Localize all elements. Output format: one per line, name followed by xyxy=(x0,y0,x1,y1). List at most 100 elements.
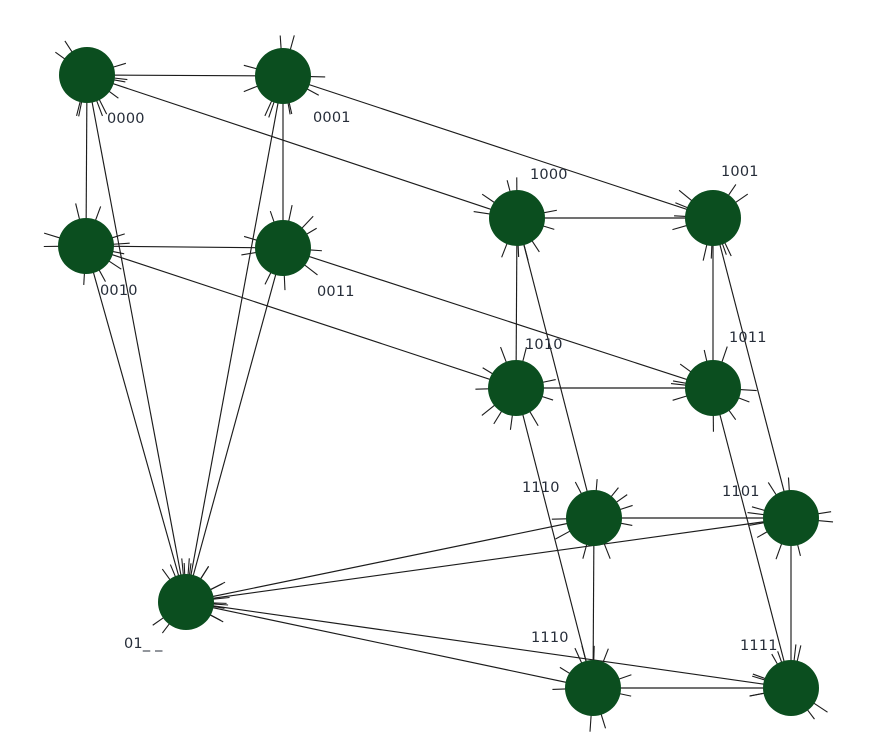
node-whisker xyxy=(288,205,293,222)
node-label-1010: 1010 xyxy=(525,337,563,353)
graph-node-0000[interactable] xyxy=(59,47,115,103)
graph-node-1110[interactable] xyxy=(565,660,621,716)
node-label-1110: 1110 xyxy=(531,630,569,646)
node-whisker xyxy=(675,202,689,209)
graph-node-01__[interactable] xyxy=(158,574,214,630)
node-whisker xyxy=(728,409,737,421)
node-whisker xyxy=(749,692,765,697)
graph-edge-0010-0011 xyxy=(85,245,284,249)
node-whisker xyxy=(531,240,540,253)
node-label-0010: 0010 xyxy=(100,283,138,299)
node-whisker xyxy=(806,709,815,720)
graph-node-0011[interactable] xyxy=(255,220,311,276)
graph-edge-1001-1101 xyxy=(712,217,792,519)
graph-edge-1010-1110 xyxy=(515,387,594,689)
node-whisker xyxy=(55,51,66,60)
graph-edge-0000-0001 xyxy=(86,74,284,77)
node-label-1001: 1001 xyxy=(721,164,759,180)
node-whisker xyxy=(212,596,230,600)
node-label-1111: 1111 xyxy=(740,638,778,654)
node-whisker xyxy=(506,180,511,193)
graph-node-1101[interactable] xyxy=(763,490,819,546)
graph-node-1000[interactable] xyxy=(489,190,545,246)
node-label-1000: 1000 xyxy=(530,167,568,183)
node-whisker xyxy=(559,666,571,675)
node-whisker xyxy=(541,395,554,401)
node-whisker xyxy=(589,714,592,732)
node-whisker xyxy=(283,274,286,291)
node-whisker xyxy=(672,395,688,401)
node-whisker xyxy=(727,184,737,197)
node-whisker xyxy=(243,85,259,93)
node-whisker xyxy=(83,272,85,285)
node-whisker xyxy=(619,504,633,511)
graph-edge-1000-1100 xyxy=(516,217,595,519)
node-whisker xyxy=(517,244,520,257)
node-whisker xyxy=(309,249,322,252)
graph-node-0001[interactable] xyxy=(255,48,311,104)
node-whisker xyxy=(76,101,81,117)
node-whisker xyxy=(113,79,126,83)
node-whisker xyxy=(796,544,801,556)
node-whisker xyxy=(749,522,765,526)
node-whisker xyxy=(610,487,619,498)
graph-node-1111[interactable] xyxy=(763,660,819,716)
node-whisker xyxy=(595,479,598,492)
node-whisker xyxy=(482,367,494,375)
node-whisker xyxy=(767,482,777,496)
node-whisker xyxy=(555,530,571,540)
node-whisker xyxy=(509,414,513,430)
node-whisker xyxy=(199,566,210,580)
node-whisker xyxy=(108,90,119,99)
node-whisker xyxy=(289,35,295,51)
graph-node-1011[interactable] xyxy=(685,360,741,416)
node-whisker xyxy=(108,260,122,270)
node-whisker xyxy=(152,617,165,626)
node-whisker xyxy=(775,543,783,560)
node-whisker xyxy=(542,379,556,383)
node-whisker xyxy=(98,269,106,282)
node-whisker xyxy=(674,215,687,218)
node-whisker xyxy=(111,233,125,239)
node-whisker xyxy=(501,242,508,258)
node-whisker xyxy=(721,243,727,255)
node-whisker xyxy=(574,647,583,664)
node-whisker xyxy=(269,210,275,223)
node-whisker xyxy=(670,383,687,386)
node-whisker xyxy=(303,264,318,276)
node-whisker xyxy=(813,702,828,713)
node-whisker xyxy=(751,506,766,512)
node-whisker xyxy=(306,88,320,96)
node-whisker xyxy=(243,235,258,241)
node-whisker xyxy=(710,244,713,259)
node-whisker xyxy=(113,77,128,81)
node-whisker xyxy=(724,242,732,257)
node-whisker xyxy=(737,397,750,403)
graph-edge-01__-1110 xyxy=(185,601,594,689)
node-whisker xyxy=(268,101,275,118)
node-whisker xyxy=(75,203,81,220)
graph-edge-01__-0000 xyxy=(86,74,187,603)
node-whisker xyxy=(739,389,757,392)
graph-node-0010[interactable] xyxy=(58,218,114,274)
node-whisker xyxy=(212,605,225,609)
node-whisker xyxy=(752,675,766,681)
node-whisker xyxy=(817,519,834,523)
node-whisker xyxy=(181,558,184,576)
graph-node-1100[interactable] xyxy=(566,490,622,546)
node-whisker xyxy=(306,227,317,235)
graph-node-1010[interactable] xyxy=(488,360,544,416)
node-whisker xyxy=(161,623,171,634)
graph-edge-0000-1000 xyxy=(86,74,518,219)
node-whisker xyxy=(603,542,611,559)
node-whisker xyxy=(734,193,749,204)
node-whisker xyxy=(243,64,258,70)
node-whisker xyxy=(161,568,171,581)
node-whisker xyxy=(529,411,539,427)
node-whisker xyxy=(796,645,802,662)
graph-node-1001[interactable] xyxy=(685,190,741,246)
node-whisker xyxy=(777,651,783,663)
node-whisker xyxy=(771,653,779,665)
node-whisker xyxy=(602,648,609,664)
